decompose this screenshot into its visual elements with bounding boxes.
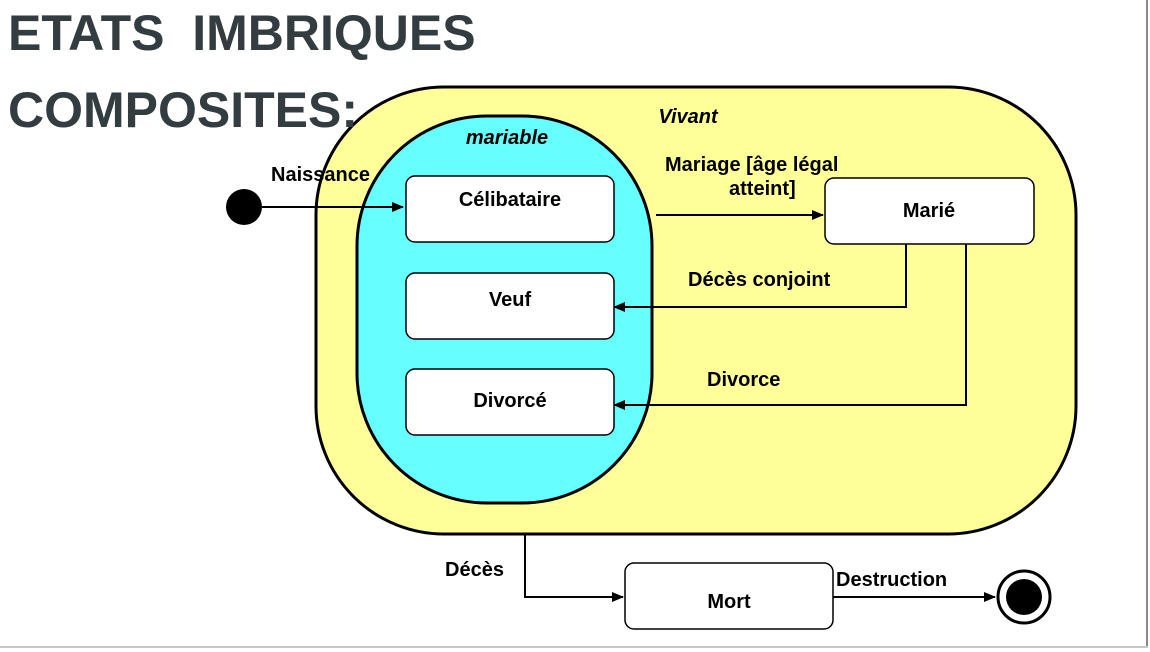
divorce-transition-label: Divorce (707, 369, 780, 391)
destruction-label: Destruction (836, 569, 947, 591)
page-title-line2: COMPOSITES: (8, 82, 359, 138)
deces-conjoint-transition (613, 244, 907, 312)
deces-label: Décès (445, 559, 504, 581)
initial-state-icon (226, 189, 262, 225)
celibataire-label: Célibataire (459, 189, 561, 211)
mariage-label-line1: Mariage [âge légal (665, 154, 838, 176)
deces-transition (524, 534, 624, 602)
veuf-label: Veuf (489, 289, 532, 311)
marie-state (824, 177, 1035, 245)
slide-border-bottom (0, 646, 1148, 648)
page-title-line1: ETATS IMBRIQUES (8, 5, 476, 61)
naissance-label: Naissance (271, 164, 370, 186)
marie-label: Marié (903, 200, 955, 222)
celibataire-state (405, 175, 615, 243)
mort-label: Mort (707, 591, 751, 613)
final-state-icon (996, 569, 1052, 625)
slide-border-right (1146, 0, 1148, 648)
divorce-label: Divorcé (473, 390, 546, 412)
vivant-label: Vivant (658, 106, 719, 128)
mariage-label-line2: atteint] (729, 178, 796, 200)
mariable-label: mariable (466, 127, 548, 149)
deces-conjoint-label: Décès conjoint (688, 269, 831, 291)
divorce-transition (613, 244, 967, 410)
